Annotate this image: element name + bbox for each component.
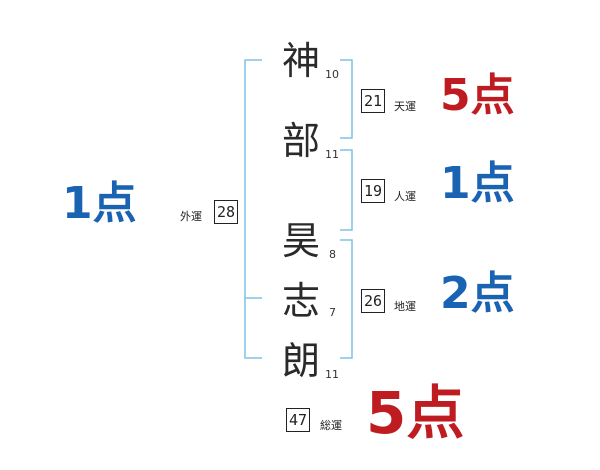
stroke-count-5: 11 <box>325 368 339 381</box>
gaikaku-bracket <box>244 59 262 359</box>
name-char-3: 昊 <box>282 219 321 263</box>
stroke-count-3: 8 <box>329 248 336 261</box>
jinkaku-value: 19 <box>361 179 385 203</box>
stroke-count-4: 7 <box>329 306 336 319</box>
name-char-2: 部 <box>282 119 321 163</box>
jinkaku-label: 人運 <box>394 190 416 203</box>
jinkaku-score: 1点 <box>440 158 515 209</box>
chikaku-score: 2点 <box>440 268 515 319</box>
stroke-count-2: 11 <box>325 148 339 161</box>
tenkaku-label: 天運 <box>394 100 416 113</box>
gaikaku-label: 外運 <box>180 210 202 223</box>
chikaku-label: 地運 <box>394 300 416 313</box>
tenkaku-value: 21 <box>361 89 385 113</box>
soukaku-value: 47 <box>286 408 310 432</box>
gaikaku-value: 28 <box>214 200 238 224</box>
name-char-4: 志 <box>282 279 321 323</box>
gaikaku-score: 1点 <box>62 178 137 229</box>
chikaku-value: 26 <box>361 289 385 313</box>
soukaku-score: 5点 <box>366 379 465 447</box>
tenkaku-score: 5点 <box>440 70 515 121</box>
chikaku-bracket <box>340 239 353 359</box>
stroke-count-1: 10 <box>325 68 339 81</box>
soukaku-label: 総運 <box>320 419 342 432</box>
name-char-5: 朗 <box>282 339 321 383</box>
jinkaku-bracket <box>340 149 353 231</box>
tenkaku-bracket <box>340 59 353 139</box>
name-char-1: 神 <box>282 39 321 83</box>
